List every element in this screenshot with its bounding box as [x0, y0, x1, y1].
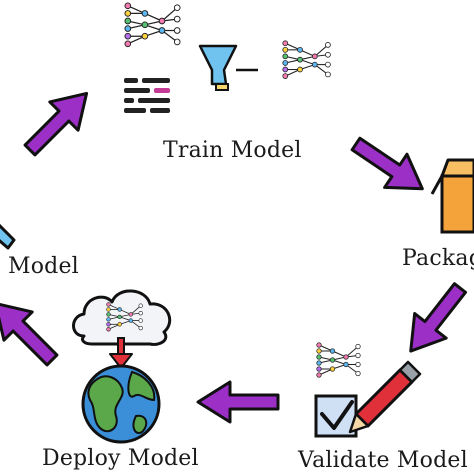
arrow-deploy-to-monitor: [0, 287, 68, 376]
arrow-package-to-validate: [393, 274, 474, 365]
train-neural-network-icon: [124, 2, 181, 48]
arrow-monitor-to-train: [14, 77, 103, 166]
code-lines-icon: [124, 78, 170, 113]
funnel-icon: [198, 44, 258, 91]
arrow-validate-to-deploy: [196, 380, 280, 424]
box-icon: [430, 158, 474, 234]
label-package: Package: [402, 246, 474, 271]
pencil-icon: [348, 360, 422, 434]
output-neural-network-icon: [282, 40, 331, 80]
label-deploy-model: Deploy Model: [42, 446, 199, 471]
label-train-model: Train Model: [163, 138, 302, 163]
partial-icon-left: [0, 223, 16, 250]
arrow-train-to-package: [343, 125, 436, 207]
globe-icon: [81, 364, 161, 444]
download-arrow-icon: [109, 337, 133, 369]
label-validate-model: Validate Model: [298, 448, 468, 473]
label-model-left: Model: [8, 254, 79, 279]
cloud-icon: [72, 289, 172, 346]
validate-neural-network-icon: [316, 342, 361, 378]
